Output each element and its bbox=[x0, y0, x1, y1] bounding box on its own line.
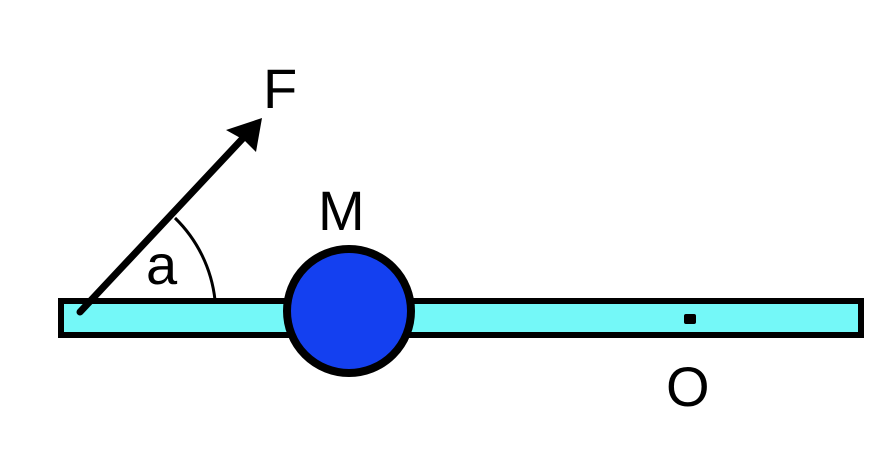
mass-ball bbox=[283, 245, 415, 377]
angle-label: a bbox=[146, 233, 178, 296]
force-arrow bbox=[76, 118, 262, 316]
mass-label: M bbox=[318, 179, 365, 242]
pivot-point bbox=[684, 314, 696, 324]
force-label: F bbox=[263, 57, 297, 120]
pivot-label: O bbox=[666, 355, 710, 418]
angle-arc bbox=[173, 216, 217, 301]
rod bbox=[58, 298, 864, 338]
